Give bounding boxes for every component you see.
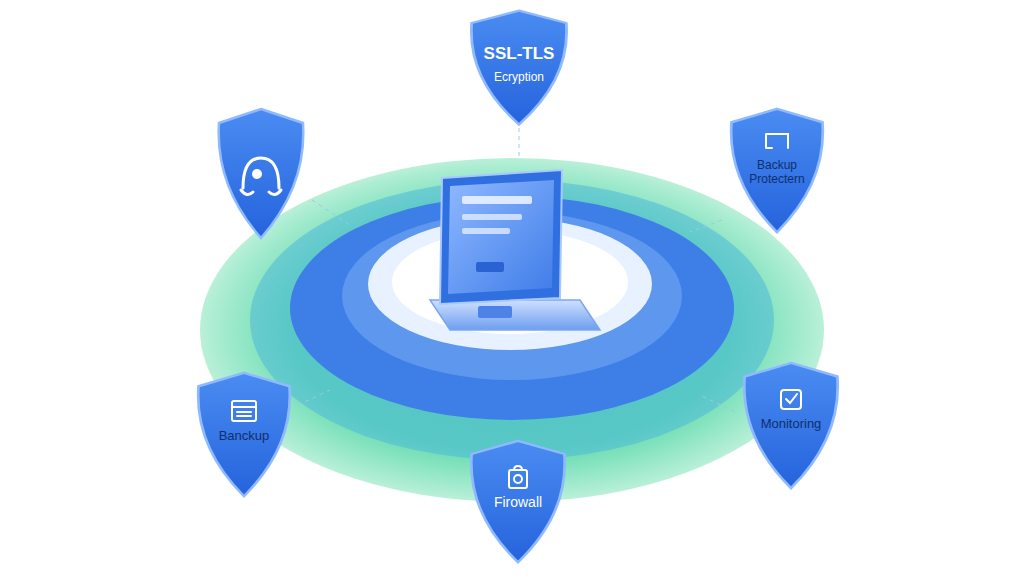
shield-sublabel: Ecryption — [494, 70, 544, 84]
shield-label: Firowall — [494, 494, 542, 511]
shield-label: SSL-TLS — [484, 44, 555, 64]
shield-label: Monitoring — [761, 416, 822, 432]
check-icon — [776, 386, 806, 412]
security-shield: Firowall — [465, 438, 571, 566]
box-icon — [762, 128, 792, 154]
laptop — [430, 170, 600, 330]
shield-label: Backup Protectern — [739, 158, 816, 187]
panel-icon — [229, 398, 259, 424]
security-shield: SSL-TLS Ecryption — [465, 8, 573, 128]
lock-icon — [503, 464, 533, 490]
leader-lines — [298, 128, 735, 412]
shield-shape — [465, 8, 573, 128]
security-shield: Backup Protectern — [725, 106, 829, 236]
security-shield: Monitoring — [738, 360, 844, 492]
support-shield — [219, 109, 304, 238]
shield-label: Banckup — [219, 428, 270, 444]
middle-ring — [250, 180, 774, 460]
security-shield: Banckup — [192, 370, 296, 500]
